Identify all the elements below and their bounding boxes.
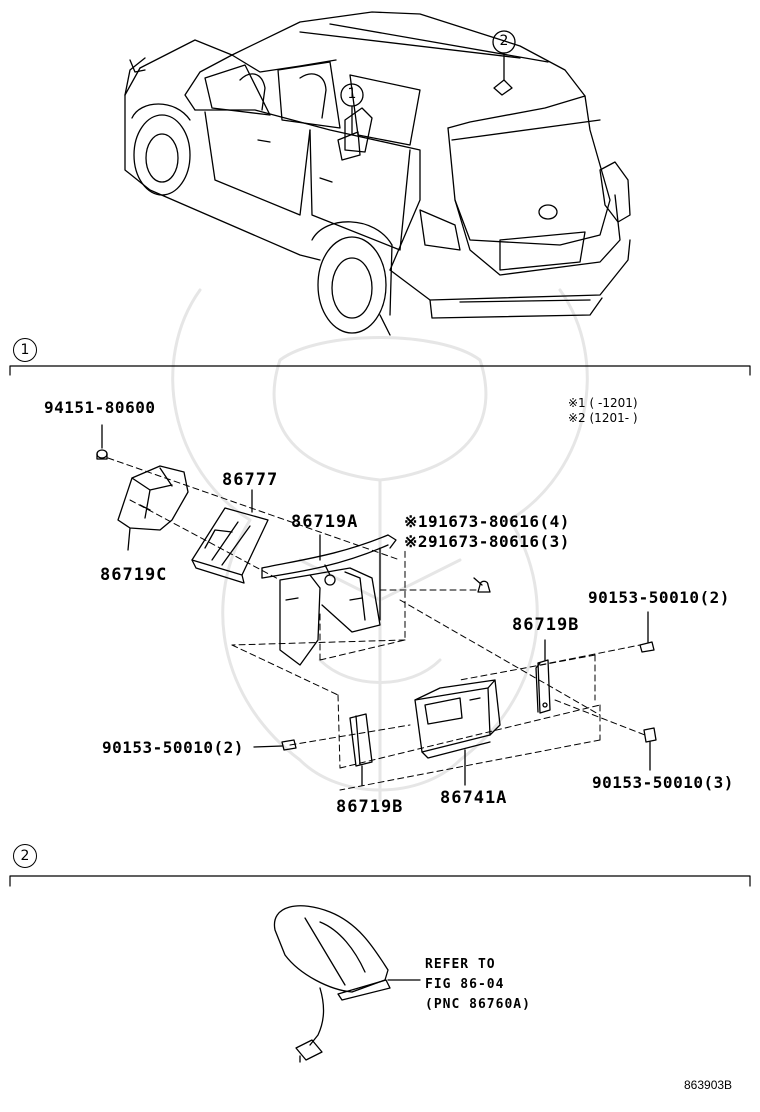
part-86719B-right: 86719B <box>512 615 580 635</box>
part-91673-80616-4: ※191673-80616(4) <box>404 512 570 531</box>
figure-code: 863903B <box>684 1078 733 1092</box>
part-86719A: 86719A <box>291 512 359 532</box>
part-90153-50010-right: 90153-50010(2) <box>588 588 730 607</box>
refer-to-note: REFER TO FIG 86-04 (PNC 86760A) <box>425 955 531 1015</box>
refer-line-1: REFER TO <box>425 957 496 972</box>
callout-section-2: 2 <box>13 844 37 868</box>
note-2: ※2 (1201- ) <box>568 411 638 425</box>
part-86741A: 86741A <box>440 788 508 808</box>
part-86777: 86777 <box>222 470 279 490</box>
section-1-frame <box>9 365 751 376</box>
callout-top-1: 1 <box>347 86 357 102</box>
part-91673-80616-3: ※291673-80616(3) <box>404 532 570 551</box>
refer-line-2: FIG 86-04 <box>425 977 505 992</box>
shark-fin-antenna <box>273 905 421 1063</box>
callout-circle-top-2 <box>492 30 516 54</box>
callout-top-2: 2 <box>499 33 509 49</box>
part-86719B-left: 86719B <box>336 797 404 817</box>
callout-circle-top-1 <box>340 83 364 107</box>
callout-section-1: 1 <box>13 338 37 362</box>
part-90153-50010-bottom-right: 90153-50010(3) <box>592 773 734 792</box>
vehicle-illustration <box>124 11 631 336</box>
section-2-frame <box>9 875 751 887</box>
part-94151-80600: 94151-80600 <box>44 398 156 417</box>
section-1-parts <box>96 424 657 791</box>
refer-line-3: (PNC 86760A) <box>425 997 531 1012</box>
part-90153-50010-left: 90153-50010(2) <box>102 738 244 757</box>
part-86719C: 86719C <box>100 565 168 585</box>
note-1: ※1 ( -1201) <box>568 396 638 410</box>
